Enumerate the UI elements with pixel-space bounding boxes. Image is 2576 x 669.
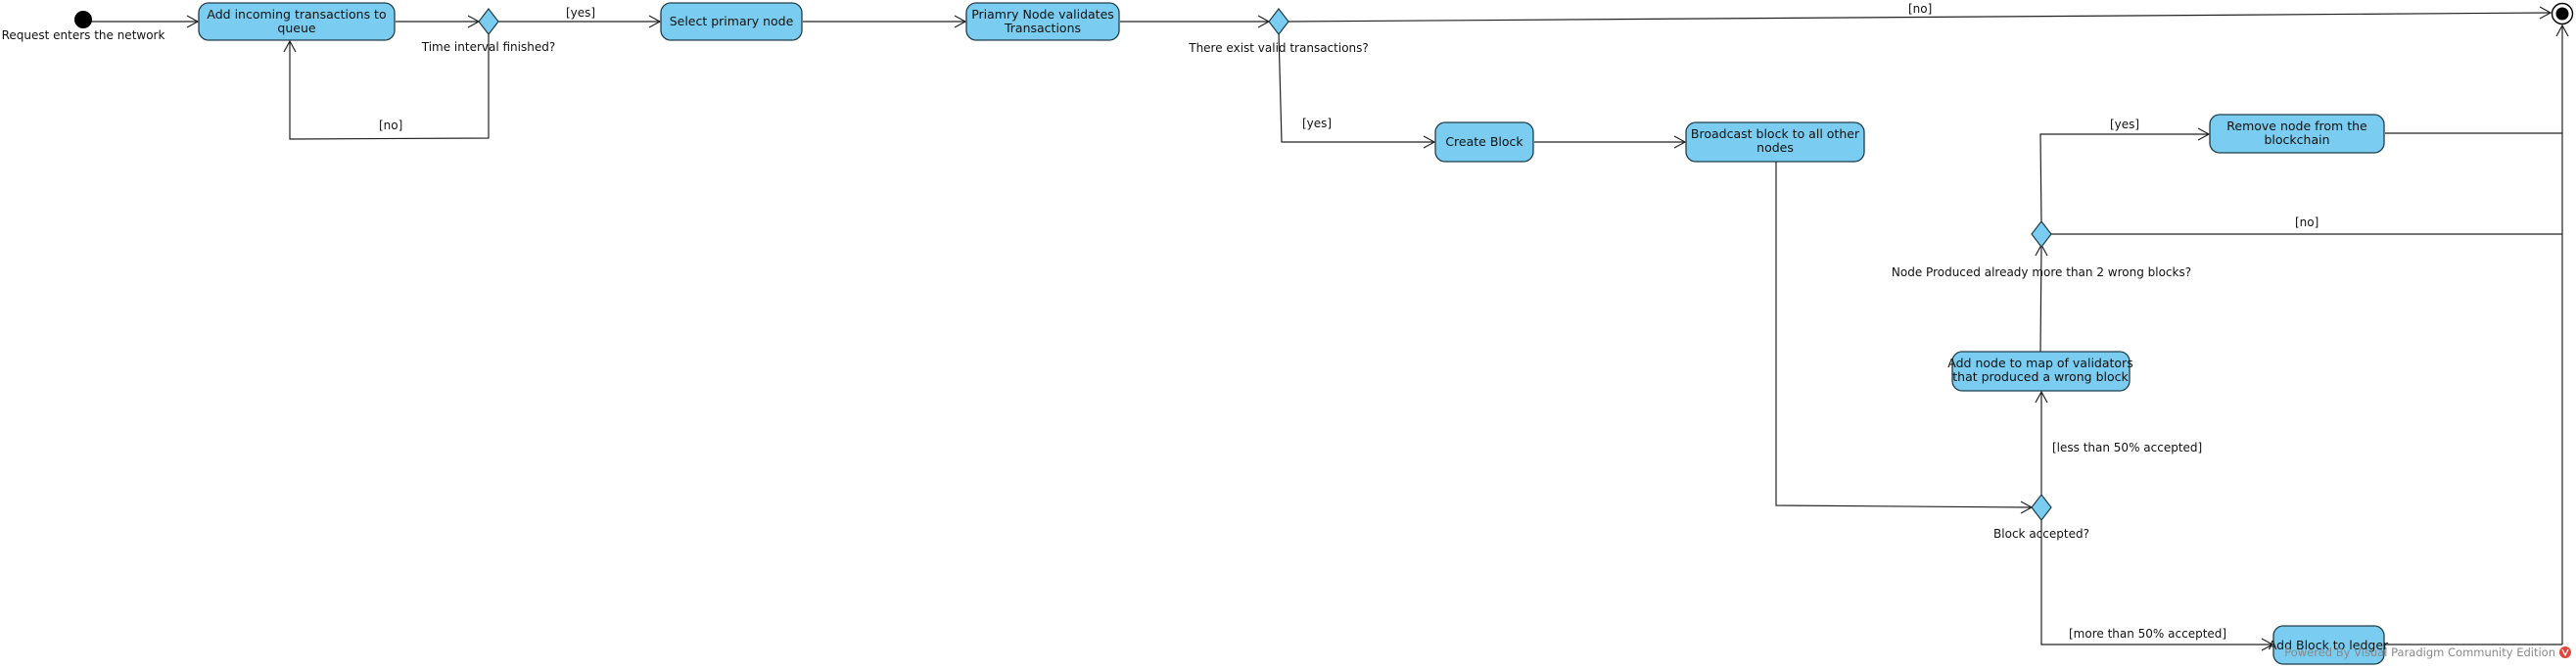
arrowhead: [2539, 6, 2553, 20]
arrowhead: [2197, 127, 2211, 141]
arrowhead: [2261, 638, 2274, 651]
decision-time-interval[interactable]: Time interval finished?: [421, 8, 555, 54]
guard-valid-yes: [yes]: [1302, 117, 1332, 130]
guard-time-no: [no]: [379, 119, 402, 132]
arrowhead: [648, 15, 662, 28]
action-primary-validates[interactable]: Priamry Node validates Transactions: [965, 2, 1120, 41]
flow-map-to-wrong-decision: [2039, 244, 2042, 353]
initial-node: [74, 11, 92, 28]
decision-label: Node Produced already more than 2 wrong …: [1892, 265, 2191, 279]
arrowhead: [1423, 135, 1436, 149]
watermark: Powered By Visual Paradigm Community Edi…: [2284, 645, 2571, 659]
action-label-line: Transactions: [1004, 21, 1081, 35]
guard-accepted-less: [less than 50% accepted]: [2052, 441, 2202, 454]
action-label-line: Select primary node: [670, 14, 794, 28]
arrowhead: [954, 15, 967, 28]
action-label-line: Remove node from the: [2226, 119, 2367, 133]
guard-accepted-more: [more than 50% accepted]: [2069, 627, 2226, 641]
decision-valid-transactions[interactable]: There exist valid transactions?: [1188, 8, 1369, 55]
action-remove-node[interactable]: Remove node from the blockchain: [2209, 114, 2385, 154]
action-label-line: Add Block to ledger: [2269, 638, 2389, 652]
decision-block-accepted[interactable]: Block accepted?: [1993, 494, 2089, 541]
action-label-line: blockchain: [2264, 132, 2329, 147]
action-label-line: Add node to map of validators: [1947, 356, 2132, 370]
action-label-line: Add incoming transactions to: [207, 7, 386, 22]
action-label-line: that produced a wrong block: [1952, 369, 2129, 384]
start-label: Request enters the network: [2, 28, 165, 42]
action-create-block[interactable]: Create Block: [1434, 121, 1534, 163]
action-label-line: Priamry Node validates: [971, 7, 1114, 22]
flow-valid-no-to-end: [1288, 12, 2552, 23]
arrowheads: [186, 6, 2569, 651]
guard-time-yes: [yes]: [566, 6, 595, 20]
decision-wrong-blocks[interactable]: Node Produced already more than 2 wrong …: [1892, 220, 2191, 279]
action-label-line: nodes: [1756, 140, 1794, 155]
guard-valid-no: [no]: [1908, 2, 1932, 16]
action-label-line: Broadcast block to all other: [1691, 126, 1860, 141]
action-add-node-to-map[interactable]: Add node to map of validators that produ…: [1947, 351, 2133, 392]
flow-lines: [91, 12, 2563, 645]
action-select-primary-node[interactable]: Select primary node: [660, 2, 803, 41]
action-label-line: Create Block: [1445, 134, 1523, 149]
action-label-line: queue: [277, 21, 315, 35]
flow-wrong-yes-to-remove: [2039, 133, 2209, 225]
watermark-text: Powered By Visual Paradigm Community Edi…: [2284, 645, 2555, 659]
action-add-to-queue[interactable]: Add incoming transactions to queue: [198, 2, 396, 41]
final-node: [2551, 2, 2574, 25]
decision-label: Time interval finished?: [421, 40, 555, 54]
guard-wrong-no: [no]: [2295, 215, 2318, 229]
flow-valid-yes-to-create: [1278, 31, 1434, 143]
flow-time-no-loop: [289, 32, 490, 140]
decision-label: Block accepted?: [1993, 527, 2089, 541]
arrowhead: [2035, 390, 2048, 404]
decision-label: There exist valid transactions?: [1188, 41, 1369, 55]
action-add-block-to-ledger[interactable]: Add Block to ledger: [2269, 625, 2389, 665]
flow-broadcast-to-accepted: [1775, 162, 2033, 508]
guard-wrong-yes: [yes]: [2110, 118, 2139, 131]
visual-paradigm-logo-icon: [2559, 646, 2571, 658]
action-broadcast-block[interactable]: Broadcast block to all other nodes: [1685, 121, 1865, 163]
arrowhead: [1673, 135, 1687, 149]
arrowhead: [283, 39, 297, 53]
arrowhead: [2555, 24, 2569, 37]
flow-accepted-more-to-ledger: [2040, 518, 2272, 645]
arrowhead: [186, 15, 200, 28]
